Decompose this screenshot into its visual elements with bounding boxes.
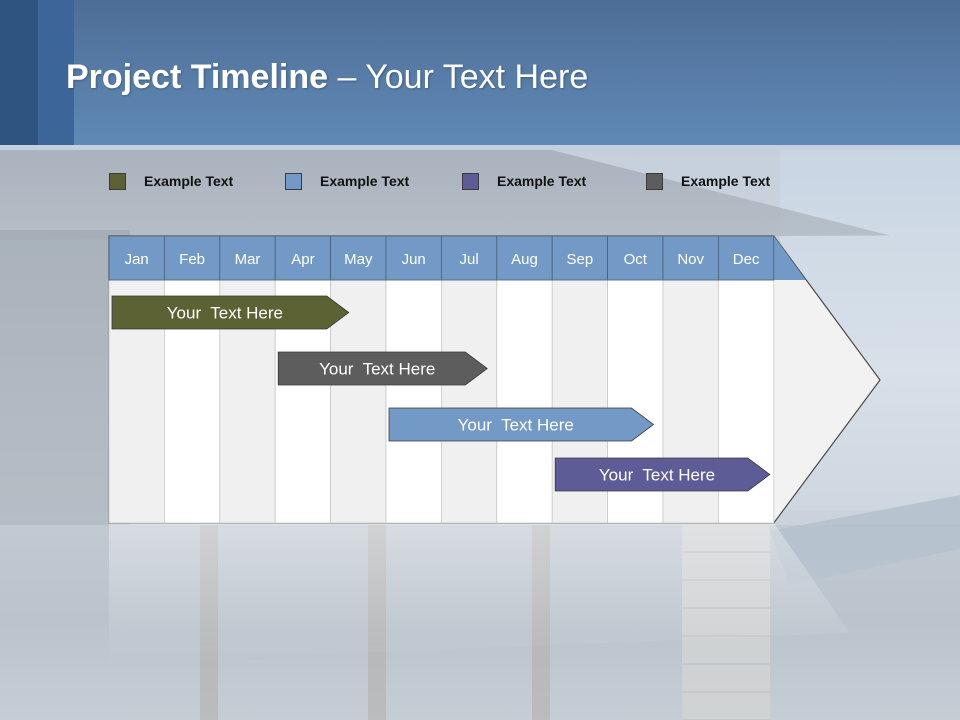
task-label: Your Text Here	[167, 304, 283, 323]
task-arrow	[277, 351, 488, 386]
month-header-cell	[385, 235, 442, 281]
month-header-cell	[163, 235, 221, 281]
month-label: Apr	[291, 251, 314, 268]
month-label: Oct	[624, 251, 648, 268]
legend-item: Example Text	[646, 170, 770, 192]
slide-title-bold: Project Timeline	[66, 58, 329, 96]
month-label: Jun	[402, 251, 426, 268]
month-label: Jul	[460, 251, 479, 268]
background-house	[0, 230, 130, 530]
legend-label: Example Text	[144, 173, 234, 189]
header-stripe	[38, 0, 74, 145]
month-header-cell	[718, 235, 775, 281]
month-label: Feb	[179, 251, 205, 268]
month-label: Sep	[567, 251, 594, 268]
month-label: May	[344, 251, 373, 268]
legend-item: Example Text	[462, 170, 586, 192]
legend-swatch	[109, 172, 126, 190]
month-header-cell	[662, 235, 719, 281]
task-label: Your Text Here	[599, 466, 715, 485]
month-header-cell	[330, 235, 387, 281]
month-header-cell	[607, 235, 664, 281]
month-label: Mar	[235, 251, 261, 268]
legend-item: Example Text	[109, 170, 233, 192]
month-header-cell	[108, 235, 165, 281]
task-arrow	[111, 295, 350, 330]
month-header-tip	[773, 236, 806, 280]
task-label: Your Text Here	[319, 360, 435, 379]
legend-item: Example Text	[285, 170, 409, 192]
legend-label: Example Text	[681, 173, 771, 189]
month-header-cell	[551, 235, 609, 281]
month-label: Jan	[125, 251, 149, 268]
month-label: Aug	[511, 251, 538, 268]
month-header-cell	[440, 235, 498, 281]
legend-label: Example Text	[497, 173, 587, 189]
month-label: Nov	[677, 251, 704, 268]
header-stripe	[0, 0, 38, 145]
timeline-reflection-shape	[109, 523, 850, 663]
legend-swatch	[646, 172, 663, 190]
month-header-cell	[219, 235, 276, 281]
task-label: Your Text Here	[458, 416, 574, 435]
task-arrow	[388, 407, 655, 442]
month-header: Jan Feb Mar Apr May Jun Jul Aug Sep Oct Nov Dec	[108, 235, 806, 281]
slide-title: Project Timeline – Your Text Here	[66, 58, 588, 97]
month-header-cell	[274, 235, 332, 281]
month-column	[385, 279, 442, 524]
month-column	[330, 279, 387, 524]
header-band: Project Timeline – Your Text Here	[0, 0, 960, 145]
task-arrow	[554, 457, 771, 492]
slide-title-rest: – Your Text Here	[328, 58, 589, 96]
timeline-reflection	[109, 523, 850, 663]
legend-swatch	[462, 172, 479, 190]
legend-swatch	[285, 172, 302, 190]
month-column	[496, 279, 553, 524]
legend-label: Example Text	[320, 173, 410, 189]
month-column	[440, 279, 498, 524]
month-label: Dec	[733, 251, 760, 268]
